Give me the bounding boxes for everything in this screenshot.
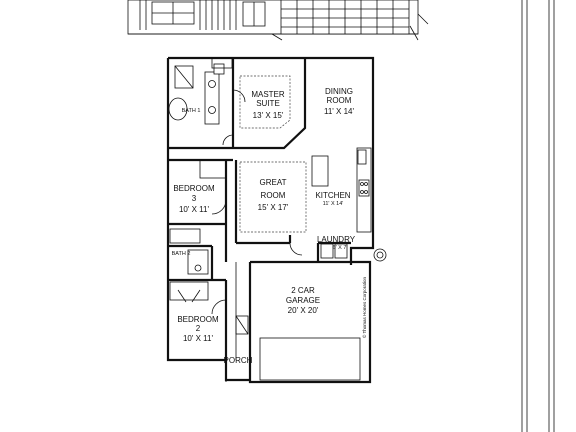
garage-details — [235, 315, 361, 381]
master-suite-name-line2: SUITE — [256, 99, 280, 108]
kitchen-size: 11' X 14' — [323, 201, 344, 207]
room-bedroom2: BEDROOM 2 10' X 11' — [177, 315, 219, 343]
ceiling-outlines — [239, 75, 307, 233]
room-great-room: GREAT ROOM 15' X 17' — [258, 178, 289, 212]
kitchen-island — [311, 155, 329, 187]
bath1-shower — [174, 65, 194, 89]
garage-size: 20' X 20' — [288, 306, 319, 315]
laundry-name: LAUNDRY — [317, 235, 356, 244]
front-elevation — [127, 0, 429, 41]
room-dining-room: DINING ROOM 11' X 14' — [324, 87, 355, 116]
great-room-name-line1: GREAT — [260, 178, 287, 187]
bath1-sink-upper — [208, 80, 216, 88]
kitchen-fixtures — [311, 147, 372, 233]
garage-door-panels — [281, 0, 409, 34]
laundry-fixtures — [320, 243, 387, 262]
bedroom3-name-line2: 3 — [192, 194, 197, 203]
room-laundry: LAUNDRY 6' X 7' — [317, 235, 356, 251]
garage-name-line1: 2 CAR — [291, 286, 315, 295]
bedroom2-size: 10' X 11' — [183, 334, 214, 343]
bath1-vanity — [204, 71, 220, 125]
kitchen-sink — [357, 149, 367, 165]
bedroom2-name-line2: 2 — [196, 324, 201, 333]
great-room-name-line2: ROOM — [261, 191, 286, 200]
dining-room-size: 11' X 14' — [324, 107, 355, 116]
elevation-siding — [139, 0, 237, 30]
bath2-name: BATH 2 — [172, 251, 191, 257]
bedroom3-size: 10' X 11' — [179, 205, 210, 214]
porch-name: PORCH — [224, 356, 253, 365]
room-bath2: BATH 2 — [172, 251, 191, 257]
bath2-sink — [194, 264, 202, 272]
laundry-size: 6' X 7' — [333, 245, 348, 251]
room-bath1: BATH 1 — [182, 108, 201, 114]
room-master-suite: MASTER SUITE 13' X 15' — [251, 90, 285, 120]
water-heater — [373, 248, 387, 262]
closets — [169, 57, 233, 303]
bath1-sink-lower — [208, 106, 216, 114]
garage-door-opening — [259, 337, 361, 381]
master-suite-size: 13' X 15' — [253, 111, 284, 120]
master-suite-name-line1: MASTER — [251, 90, 285, 99]
page-frame-lines — [521, 0, 555, 432]
kitchen-name: KITCHEN — [315, 191, 350, 200]
garage-name-line2: GARAGE — [286, 296, 320, 305]
bath2-fixtures — [169, 228, 209, 275]
bath1-tub — [168, 97, 188, 121]
room-porch: PORCH — [224, 356, 253, 365]
room-bedroom3: BEDROOM 3 10' X 11' — [173, 184, 215, 214]
dining-room-name-line2: ROOM — [327, 96, 352, 105]
door-swings — [211, 89, 303, 315]
bath1-toilet — [213, 63, 225, 75]
great-room-size: 15' X 17' — [258, 203, 289, 212]
entry-door — [235, 315, 249, 335]
room-garage: 2 CAR GARAGE 20' X 20' — [286, 286, 320, 315]
dining-room-name-line1: DINING — [325, 87, 353, 96]
room-kitchen: KITCHEN 11' X 14' — [315, 191, 350, 207]
bath2-tub — [169, 228, 201, 244]
bath1-fixtures — [168, 63, 225, 125]
bath1-name: BATH 1 — [182, 108, 201, 114]
bedroom3-name-line1: BEDROOM — [173, 184, 215, 193]
bedroom2-name-line1: BEDROOM — [177, 315, 219, 324]
copyright-text: © Thomas Homes Corporation — [361, 276, 367, 338]
kitchen-counter — [356, 147, 372, 233]
bath2-vanity — [187, 249, 209, 275]
kitchen-range — [358, 179, 370, 197]
